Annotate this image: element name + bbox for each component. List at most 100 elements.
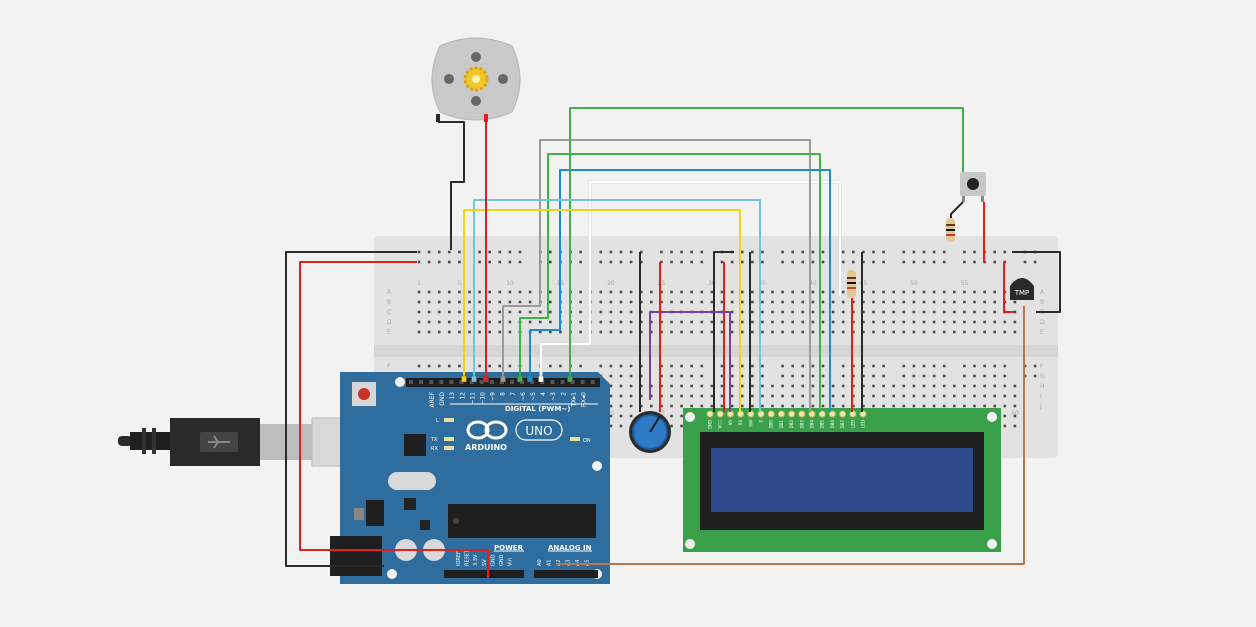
power-pin-label: Vin xyxy=(508,558,514,566)
column-number: 20 xyxy=(607,410,615,417)
column-number: 5 xyxy=(457,280,461,287)
row-letter: F xyxy=(1040,363,1044,370)
status-leds: L TX RX ON xyxy=(430,418,591,452)
digital-pin-label: 8 xyxy=(500,392,507,396)
lcd-pin-label: VCC xyxy=(718,420,723,429)
atmega-chip xyxy=(448,504,596,538)
column-number: 1 xyxy=(417,280,421,287)
lcd-pin-label: DB2 xyxy=(789,420,794,429)
row-letter: C xyxy=(387,309,391,316)
lcd-pin-label: DB7 xyxy=(840,420,845,429)
wire-tmp-red xyxy=(1003,262,1014,313)
wire-tmp-brown xyxy=(556,306,1025,565)
resistor-lcd-backlight[interactable] xyxy=(847,270,856,298)
column-number: 35 xyxy=(759,280,767,287)
lcd-pin-label: E xyxy=(759,420,764,423)
led-label-l: L xyxy=(436,418,439,424)
column-number: 55 xyxy=(961,280,969,287)
lcd-pin-label: RW xyxy=(748,420,753,427)
row-letter: E xyxy=(1040,329,1044,336)
lcd-pin-label: LED xyxy=(861,420,866,428)
digital-pin-label: TX▸1 xyxy=(570,392,577,408)
digital-pin-label: ~6 xyxy=(520,392,527,401)
analog-pin-label: A1 xyxy=(547,559,553,566)
lcd-pin-label: GND xyxy=(708,420,713,429)
analog-pin-label: A0 xyxy=(537,559,543,566)
wire-lcd-gnd xyxy=(713,251,734,412)
wires xyxy=(285,107,1061,578)
power-pin-label: 5V xyxy=(482,559,488,566)
digital-pin-label: 7 xyxy=(510,392,517,396)
row-letter: A xyxy=(387,289,392,296)
wire-blue xyxy=(529,169,831,412)
power-pin-label: GND xyxy=(499,554,505,566)
digital-pin-label: ~5 xyxy=(530,392,537,401)
lcd-screen xyxy=(711,448,973,512)
analog-pin-label: A5 xyxy=(585,559,591,566)
lcd-pin-label: LED xyxy=(850,420,855,428)
row-letter: E xyxy=(387,329,391,336)
power-pin-label: IOREF xyxy=(456,551,462,566)
on-label: ON xyxy=(583,438,591,444)
column-number: 50 xyxy=(910,280,918,287)
digital-pin-label: ~9 xyxy=(490,392,497,401)
wire-green-1 xyxy=(519,153,821,412)
row-letter: G xyxy=(1040,373,1045,380)
digital-pin-label: ~3 xyxy=(550,392,557,401)
wire-5v-red xyxy=(299,261,489,578)
digital-pin-label: 2 xyxy=(560,392,567,396)
potentiometer[interactable] xyxy=(629,411,671,453)
digital-pin-label: ~11 xyxy=(469,392,476,405)
wire-purple xyxy=(649,311,731,412)
arduino-logo: ARDUINO UNO xyxy=(465,419,563,452)
model-label: UNO xyxy=(525,424,552,438)
row-letter: I xyxy=(1040,393,1042,400)
column-number: 60 xyxy=(1011,410,1019,417)
lcd-pin-label: DB4 xyxy=(810,420,815,429)
wire-cyan xyxy=(473,199,761,412)
digital-pin-label: 13 xyxy=(449,392,456,400)
column-number: 30 xyxy=(708,280,716,287)
resistor-button[interactable] xyxy=(946,218,955,242)
brand-label: ARDUINO xyxy=(465,443,507,452)
column-number: 10 xyxy=(506,280,514,287)
column-number: 25 xyxy=(658,280,666,287)
temperature-sensor[interactable]: TMP xyxy=(1010,278,1034,300)
wire-green-2 xyxy=(569,107,964,382)
row-letter: A xyxy=(1040,289,1045,296)
lcd-pin-label: V0 xyxy=(728,420,733,426)
lcd-pin-label: DB1 xyxy=(779,420,784,429)
power-label: POWER xyxy=(494,544,524,552)
lcd-pin-label: DB3 xyxy=(799,420,804,429)
wire-motor-black xyxy=(438,121,465,250)
wire-tmp-black xyxy=(1012,251,1061,313)
led-label-tx: TX xyxy=(430,437,438,443)
dc-motor[interactable] xyxy=(431,37,521,122)
lcd-pin-label: DB6 xyxy=(830,420,835,429)
digital-label: DIGITAL (PWM~) xyxy=(505,405,570,413)
power-pin-label: GND xyxy=(490,554,496,566)
row-letter: F xyxy=(387,363,391,370)
lcd-pin-label: RS xyxy=(738,420,743,426)
digital-pin-label: 12 xyxy=(459,392,466,400)
digital-pin-label: RX◂0 xyxy=(581,392,588,407)
wire-gray xyxy=(502,139,811,412)
column-number: 40 xyxy=(809,280,817,287)
wire-gnd-black xyxy=(285,251,417,567)
wire-button-black xyxy=(950,201,964,218)
push-button[interactable] xyxy=(960,172,986,202)
row-letter: D xyxy=(387,319,392,326)
analog-pin-label: A3 xyxy=(566,559,572,566)
usb-cable xyxy=(118,417,379,467)
row-letter: B xyxy=(1040,299,1044,306)
sensor-label: TMP xyxy=(1014,289,1030,297)
column-number: 45 xyxy=(860,280,868,287)
power-pin-label: RESET xyxy=(465,549,471,566)
